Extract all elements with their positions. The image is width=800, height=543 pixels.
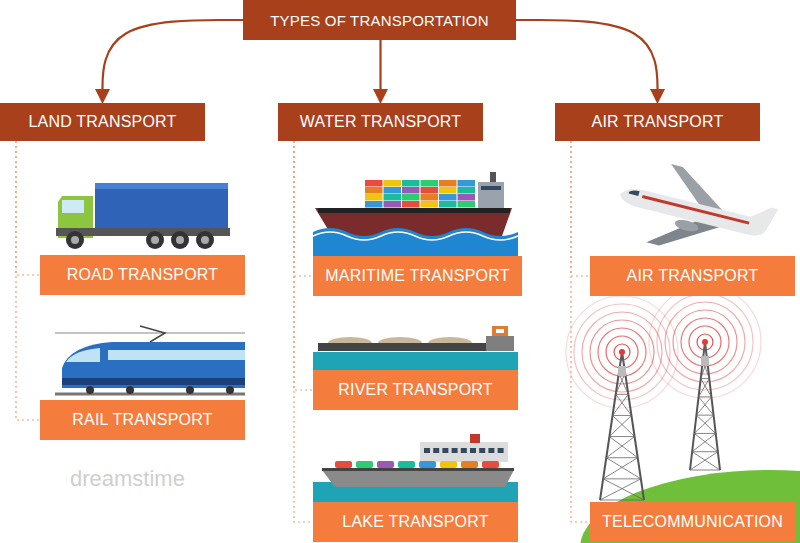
dotted-connector: [571, 141, 590, 522]
box-label: LAND TRANSPORT: [28, 113, 176, 131]
box-label: TELECOMMUNICATION: [602, 513, 783, 531]
container-ship-illustration: [313, 172, 518, 257]
category-box: LAND TRANSPORT: [0, 103, 205, 141]
watermark: dreamstime: [70, 466, 185, 492]
category-box: AIR TRANSPORT: [555, 103, 760, 141]
arrow-connector: [103, 20, 244, 101]
airplane-illustration: [610, 154, 782, 272]
mode-box: RIVER TRANSPORT: [313, 370, 518, 410]
mode-box: TELECOMMUNICATION: [590, 502, 795, 542]
mode-box: LAKE TRANSPORT: [313, 502, 518, 542]
dotted-connector: [294, 141, 313, 276]
box-label: LAKE TRANSPORT: [342, 513, 488, 531]
mode-box: AIR TRANSPORT: [590, 256, 795, 296]
truck-illustration: [56, 183, 230, 249]
mode-box: RAIL TRANSPORT: [40, 400, 245, 440]
box-label: ROAD TRANSPORT: [67, 266, 219, 284]
dotted-connector: [571, 141, 590, 276]
box-label: WATER TRANSPORT: [300, 113, 462, 131]
box-label: MARITIME TRANSPORT: [325, 267, 509, 285]
title-box: TYPES OF TRANSPORTATION: [243, 0, 516, 40]
box-label: TYPES OF TRANSPORTATION: [270, 12, 489, 29]
arrow-connector: [516, 20, 658, 101]
dotted-connector: [294, 141, 313, 390]
lake-ferry-illustration: [313, 434, 518, 504]
dotted-connector: [16, 141, 40, 420]
box-label: RIVER TRANSPORT: [338, 381, 492, 399]
green-hill: [580, 470, 800, 543]
category-box: WATER TRANSPORT: [278, 103, 483, 141]
telecom-towers-illustration: [566, 286, 761, 500]
box-label: AIR TRANSPORT: [592, 113, 724, 131]
river-barge-illustration: [313, 326, 518, 370]
train-illustration: [55, 326, 245, 394]
box-label: RAIL TRANSPORT: [72, 411, 212, 429]
dotted-connector: [294, 141, 313, 522]
arrow-connector: [379, 40, 381, 101]
box-label: AIR TRANSPORT: [627, 267, 759, 285]
mode-box: MARITIME TRANSPORT: [313, 256, 522, 296]
dotted-connector: [16, 141, 40, 275]
mode-box: ROAD TRANSPORT: [40, 255, 245, 295]
